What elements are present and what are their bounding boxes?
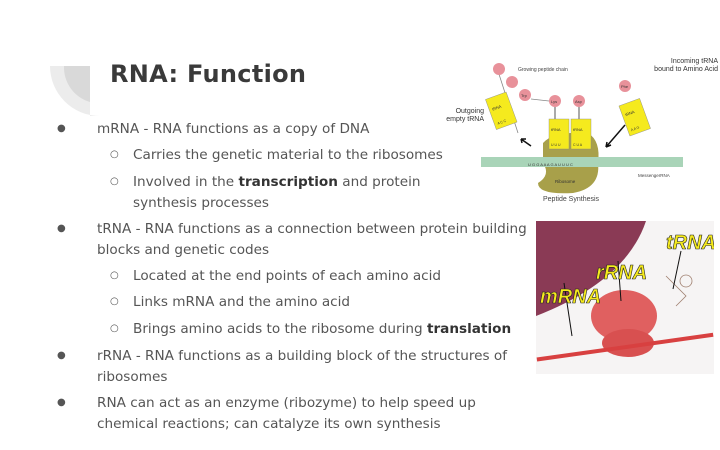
svg-text:U U U: U U U bbox=[551, 143, 561, 147]
svg-text:C U A: C U A bbox=[573, 143, 583, 147]
svg-text:U G G A A A G A U U U C: U G G A A A G A U U U C bbox=[528, 162, 573, 167]
incoming-trna-label: Incoming tRNA bound to Amino Acid bbox=[652, 58, 718, 74]
sub-bullet-icon: ○ bbox=[110, 176, 119, 187]
svg-text:mRNA: mRNA bbox=[540, 286, 601, 308]
sub-bullet: Brings amino acids to the ribosome durin… bbox=[133, 321, 512, 337]
sub-bullet: Carries the genetic material to the ribo… bbox=[133, 147, 443, 163]
sub-bullet: Links mRNA and the amino acid bbox=[133, 294, 351, 310]
sub-bullet-icon: ○ bbox=[110, 149, 119, 160]
sub-bullet-icon: ○ bbox=[110, 323, 119, 334]
svg-text:Phe: Phe bbox=[621, 84, 629, 89]
bullet-trna: tRNA - RNA functions as a connection bet… bbox=[97, 221, 527, 258]
bullet-rrna: rRNA - RNA functions as a building block… bbox=[97, 348, 508, 385]
svg-text:tRNA: tRNA bbox=[624, 109, 635, 117]
slide-title: RNA: Function bbox=[110, 60, 307, 88]
decorative-quarter-circle bbox=[50, 66, 100, 116]
svg-text:rRNA: rRNA bbox=[596, 262, 647, 284]
bullet-icon: ● bbox=[57, 223, 66, 234]
sub-bullet: Located at the end points of each amino … bbox=[133, 268, 442, 284]
svg-text:Asp: Asp bbox=[575, 99, 583, 104]
svg-text:Ribosome: Ribosome bbox=[555, 179, 576, 184]
svg-text:A C C: A C C bbox=[497, 119, 507, 126]
bullet-ribozyme: RNA can act as an enzyme (ribozyme) to h… bbox=[97, 395, 476, 432]
peptide-synthesis-diagram: Growing peptide chain Trp Lys Asp Phe U … bbox=[473, 53, 683, 208]
svg-text:tRNA: tRNA bbox=[551, 127, 561, 132]
bullet-icon: ● bbox=[57, 123, 66, 134]
svg-text:Trp: Trp bbox=[521, 93, 528, 98]
svg-text:MessengerRNA: MessengerRNA bbox=[638, 173, 670, 178]
svg-text:Growing peptide chain: Growing peptide chain bbox=[518, 67, 568, 73]
svg-text:tRNA: tRNA bbox=[573, 127, 583, 132]
bullet-icon: ● bbox=[57, 350, 66, 361]
svg-text:tRNA: tRNA bbox=[666, 232, 714, 254]
rna-types-illustration: tRNA rRNA mRNA bbox=[536, 221, 714, 374]
svg-text:A A G: A A G bbox=[630, 125, 640, 132]
sub-bullet: Involved in the transcription and protei… bbox=[133, 174, 421, 211]
svg-text:tRNA: tRNA bbox=[491, 104, 502, 112]
sub-bullet-icon: ○ bbox=[110, 270, 119, 281]
sub-bullet-icon: ○ bbox=[110, 296, 119, 307]
outgoing-trna-label: Outgoing empty tRNA bbox=[440, 108, 484, 124]
svg-text:Lys: Lys bbox=[551, 99, 557, 104]
bullet-icon: ● bbox=[57, 397, 66, 408]
bullet-mrna: mRNA - RNA functions as a copy of DNA bbox=[97, 121, 370, 137]
svg-text:Peptide Synthesis: Peptide Synthesis bbox=[543, 196, 600, 203]
